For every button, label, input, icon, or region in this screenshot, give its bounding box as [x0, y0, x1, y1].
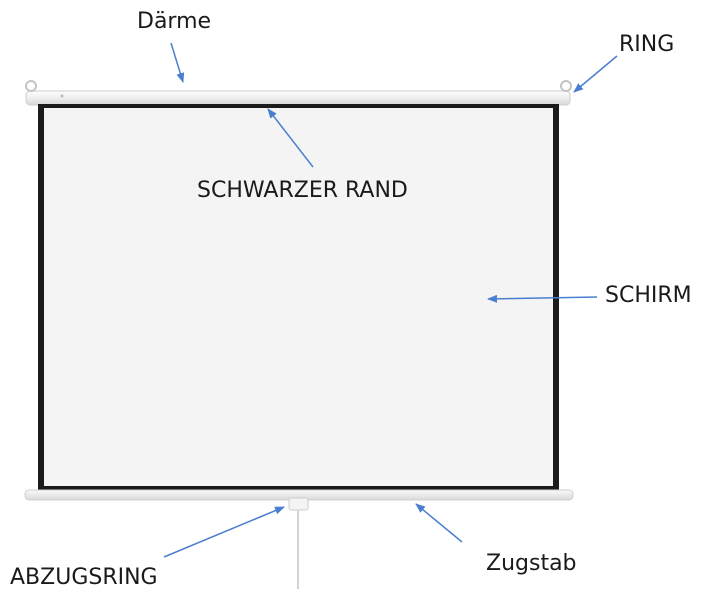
arrow-ring — [573, 55, 618, 93]
arrow-housing — [170, 42, 185, 83]
screen — [38, 104, 559, 492]
arrow-screen — [487, 294, 598, 303]
ring-left — [25, 80, 37, 92]
pull-ring — [288, 497, 309, 589]
housing-label: Därme — [137, 9, 212, 34]
pull-bar-label: Zugstab — [486, 551, 577, 576]
arrow-black-border — [267, 108, 314, 168]
ring-right — [560, 80, 572, 92]
black-border-label: SCHWARZER RAND — [197, 178, 408, 203]
arrow-pull-bar — [415, 503, 463, 543]
pull-ring-label: ABZUGSRING — [10, 565, 158, 589]
ring-label: RING — [619, 32, 675, 57]
screen-label: SCHIRM — [605, 283, 692, 308]
arrow-pull-ring — [163, 506, 285, 558]
housing — [25, 90, 571, 106]
